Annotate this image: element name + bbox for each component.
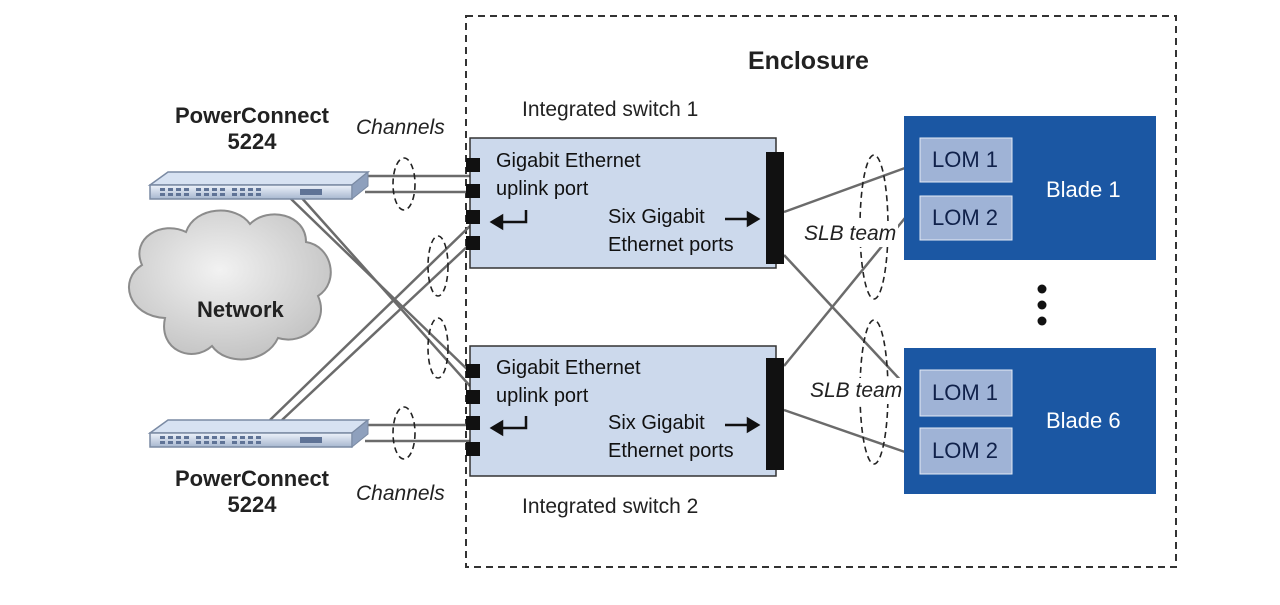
- uplink-port: [466, 210, 480, 224]
- switch2-uplink-line1: Gigabit Ethernet: [496, 357, 641, 379]
- blade1-lom1-label: LOM 1: [932, 147, 999, 172]
- integrated-switch-2: [466, 345, 784, 477]
- switch2-ports-line1: Six Gigabit: [608, 412, 705, 434]
- uplink-port: [466, 184, 480, 198]
- switch1-title: Integrated switch 1: [522, 98, 699, 121]
- channels-top-label: Channels: [356, 116, 445, 139]
- channel-ellipse: [427, 317, 449, 379]
- switch2-uplink-line2: uplink port: [496, 385, 589, 407]
- switch2-title: Integrated switch 2: [522, 495, 699, 518]
- blade6-lom2-label: LOM 2: [932, 438, 999, 463]
- blade6-label: Blade 6: [1046, 408, 1121, 433]
- powerconnect-bottom-model: 5224: [227, 492, 277, 517]
- arrow-icon: [489, 213, 504, 231]
- channels-bottom-label: Channels: [356, 482, 445, 505]
- ethernet-port-bar: [766, 152, 784, 264]
- cloud-icon: [127, 209, 332, 361]
- uplink-port: [466, 364, 480, 378]
- switch1-uplink-line1: Gigabit Ethernet: [496, 150, 641, 172]
- powerconnect-bottom-name: PowerConnect: [174, 466, 330, 491]
- cable-group: [269, 166, 906, 454]
- cable: [783, 166, 906, 214]
- switch1-uplink-label: Gigabit Ethernet uplink port: [496, 147, 641, 203]
- channel-ellipse: [392, 406, 416, 460]
- arrow-icon: [746, 416, 761, 434]
- cable: [281, 243, 471, 421]
- cable: [783, 408, 906, 454]
- powerconnect-top-model: 5224: [227, 129, 277, 154]
- slb-team-bottom-label: SLB team: [808, 378, 905, 404]
- switch2-uplink-label: Gigabit Ethernet uplink port: [496, 354, 641, 410]
- uplink-port: [466, 236, 480, 250]
- channel-ellipse: [392, 157, 416, 211]
- slb-team-top-label: SLB team: [802, 221, 899, 247]
- enclosure-title: Enclosure: [748, 47, 869, 75]
- uplink-port: [466, 390, 480, 404]
- lom-box: [919, 195, 1013, 241]
- network-label: Network: [197, 297, 284, 322]
- switch1-ports-line2: Ethernet ports: [608, 234, 734, 256]
- powerconnect-bottom-label: PowerConnect 5224: [172, 466, 332, 518]
- powerconnect-top-name: PowerConnect: [174, 103, 330, 128]
- channel-ellipse: [427, 235, 449, 297]
- network-switch-icon: [147, 418, 371, 449]
- arrow-icon: [500, 416, 528, 430]
- lom-box: [919, 369, 1013, 417]
- ethernet-port-bar: [766, 358, 784, 470]
- arrow-icon: [500, 210, 528, 224]
- vertical-ellipsis-icon: [1037, 284, 1047, 326]
- switch2-ports-line2: Ethernet ports: [608, 440, 734, 462]
- arrow-icon: [746, 210, 761, 228]
- integrated-switch-1: [466, 137, 784, 269]
- blade6-lom1-label: LOM 1: [932, 380, 999, 405]
- uplink-port: [466, 158, 480, 172]
- blade1-label: Blade 1: [1046, 177, 1121, 202]
- lom-box: [919, 137, 1013, 183]
- uplink-port: [466, 416, 480, 430]
- network-switch-icon: [147, 170, 371, 201]
- switch1-ports-line1: Six Gigabit: [608, 206, 705, 228]
- blade1-lom2-label: LOM 2: [932, 205, 999, 230]
- switch1-ports-label: Six Gigabit Ethernet ports: [608, 203, 734, 259]
- switch1-uplink-line2: uplink port: [496, 178, 589, 200]
- cable: [269, 225, 471, 421]
- uplink-port: [466, 442, 480, 456]
- enclosure-border: [465, 15, 1177, 568]
- switch2-ports-label: Six Gigabit Ethernet ports: [608, 409, 734, 465]
- lom-box: [919, 427, 1013, 475]
- powerconnect-top-label: PowerConnect 5224: [172, 103, 332, 155]
- cable: [783, 254, 906, 386]
- arrow-icon: [489, 419, 504, 437]
- cable: [299, 195, 471, 387]
